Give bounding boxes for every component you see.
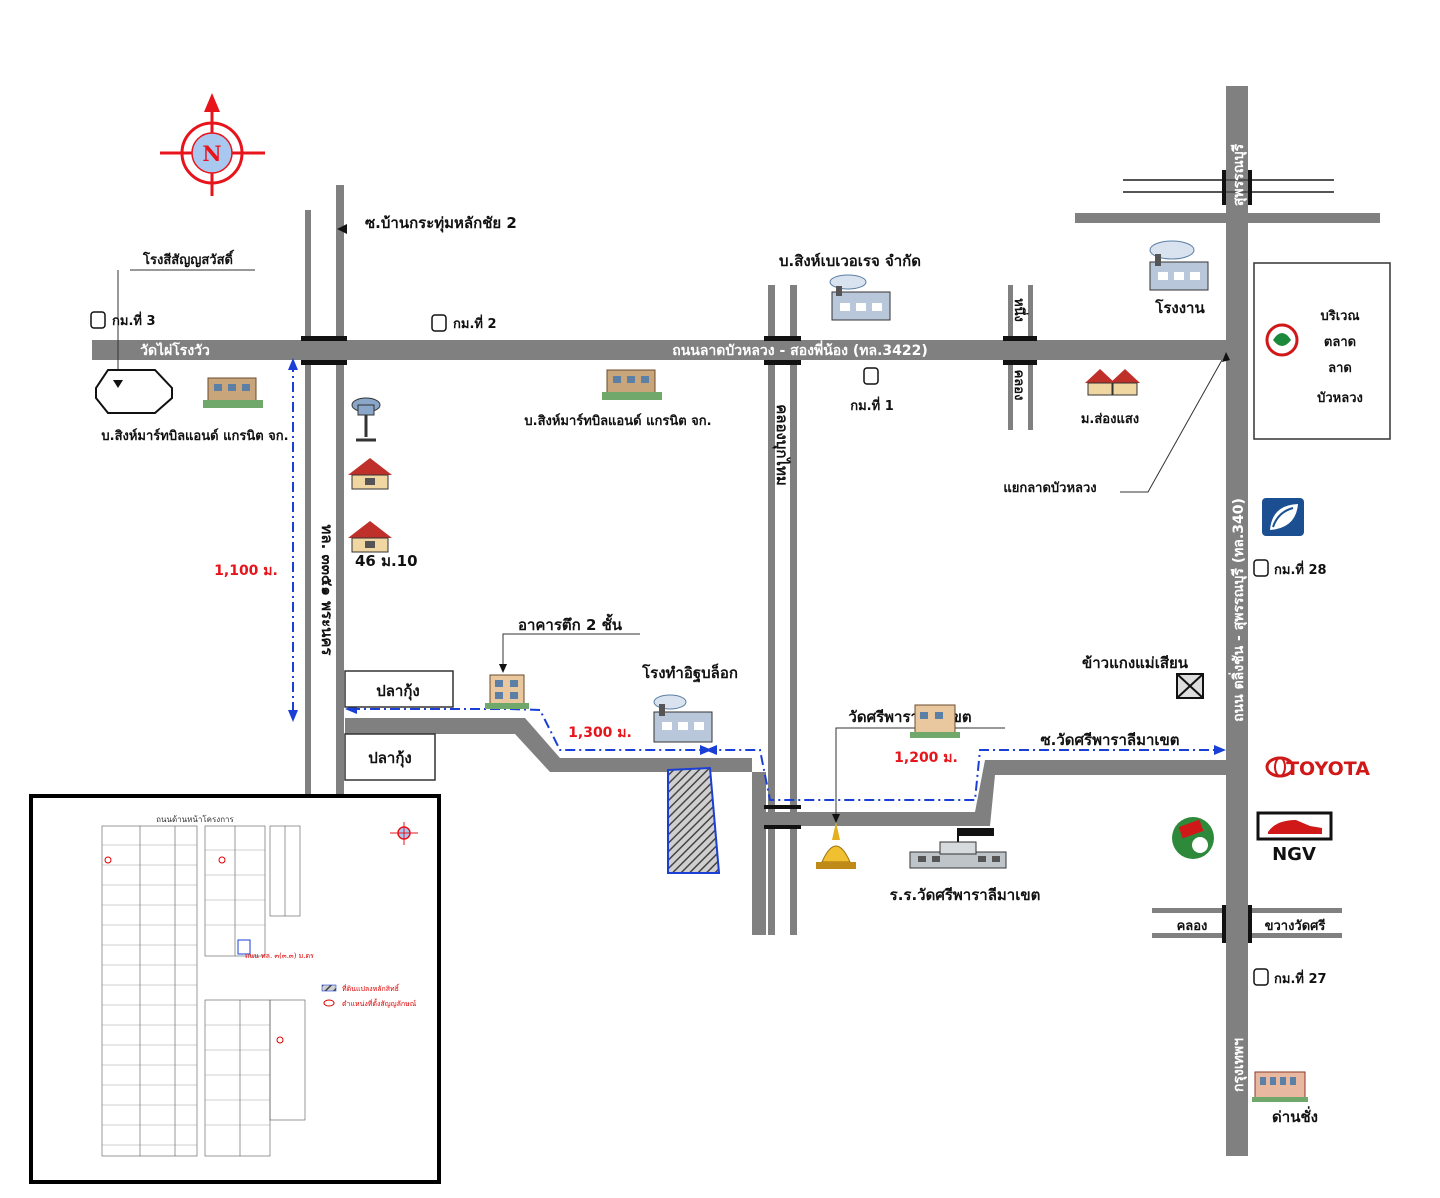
gas-station-icon (1172, 817, 1214, 859)
building-icon (203, 377, 263, 408)
distance-1200: 1,200 ม. (894, 750, 958, 766)
house-icon (1085, 369, 1140, 396)
house-icon (348, 458, 392, 490)
restaurant-icon (1176, 673, 1204, 699)
canal-vertical-label: คลองบุกไทม (772, 404, 792, 485)
road-network (92, 86, 1380, 1156)
fish-box-bottom (344, 733, 436, 781)
school-icon (909, 828, 1007, 869)
building-icon (485, 674, 529, 709)
market-line2: ตลาด (1324, 335, 1356, 350)
market-line3: ลาด (1328, 361, 1352, 376)
km1-label: กม.ที่ 1 (850, 396, 894, 414)
pla-kung-2-label: ปลากุ้ง (368, 749, 412, 768)
building-icon (602, 369, 662, 400)
market-line4: บัวหลวง (1317, 391, 1363, 406)
km-marker-icon: กม.ที่ 3 (90, 311, 156, 329)
inset-legend-2: ตำแหน่งที่ตั้งสัญญลักษณ์ (342, 997, 417, 1008)
inset-title: ถนนด้านหน้าโครงการ (156, 814, 234, 824)
singha-left-label: บ.สิงห์มาร์ทบิลแอนด์ แกรนิต จก. (101, 428, 288, 444)
factory-icon (1149, 240, 1209, 291)
restaurant-label: ข้าวแกงแม่เสียน (1082, 654, 1189, 672)
brick-factory-label: โรงทำอิฐบล็อก (641, 663, 738, 683)
main-road (92, 340, 1227, 360)
small-canal-bottom-label: หนึ่ง (1011, 298, 1029, 322)
market-line1: บริเวณ (1320, 309, 1359, 324)
km28-label: กม.ที่ 28 (1274, 560, 1327, 578)
left-road-label: ทล. ๓๓๕๑ พระนคร (318, 525, 336, 657)
building-icon (910, 704, 960, 738)
house-icon (348, 521, 392, 553)
junction-label: แยกลาดบัวหลวง (1003, 481, 1096, 496)
school-label: ร.ร.วัดศรีพาราลีมาเขต (890, 886, 1041, 904)
km-marker-icon: กม.ที่ 1 (850, 367, 894, 414)
km27-label: กม.ที่ 27 (1274, 969, 1327, 987)
checkpoint-building-icon (1252, 1071, 1308, 1102)
factory-icon (829, 274, 891, 321)
right-highway (1226, 86, 1248, 1156)
singha-center-label: บ.สิงห์มาร์ทบิลแอนด์ แกรนิต จก. (524, 413, 711, 429)
ngv-label: NGV (1272, 844, 1316, 865)
bridges (301, 170, 1252, 943)
toyota-label: TOYOTA (1286, 758, 1370, 780)
inset-legend-1: ที่ดินแปลงหลักสิทธิ์ (342, 983, 400, 993)
fish-box-top (344, 670, 454, 708)
small-canal-top-label: คลอง (1011, 370, 1026, 401)
compass-letter: N (202, 141, 221, 166)
inset-map: ถนนด้านหน้าโครงการ (29, 794, 441, 1184)
route-arrowheads (288, 358, 1226, 755)
km-marker-icon: กม.ที่ 2 (431, 314, 497, 332)
village-label: ม.ส่องแสง (1081, 412, 1139, 427)
house46-label: 46 ม.10 (355, 552, 418, 570)
bank-logo-icon (1265, 323, 1299, 357)
building2-label: อาคารตึก 2 ชั้น (518, 613, 623, 634)
route-path (292, 362, 1222, 801)
soi-wat-sri-label: ซ.วัดศรีพาราลีมาเขต (1040, 731, 1179, 749)
right-highway-top-label: สุพรรณบุรี (1231, 143, 1247, 206)
wat-mai-label: วัดไผ่โรงวัว (140, 341, 210, 359)
canal-bottom-right-label: คลอง (1177, 919, 1208, 934)
compass-icon: N (160, 93, 265, 196)
project-plot (667, 766, 721, 874)
distance-1300: 1,300 ม. (568, 725, 632, 741)
right-highway-mid-label: ถนน ตลิ่งชัน - สุพรรณบุรี (ทล.340) (1228, 498, 1247, 722)
inset-road-label: ถนน ทล. ๓(๓.๓) ม.ดร (245, 952, 314, 960)
factory-right-label: โรงงาน (1154, 298, 1205, 317)
right-highway-bottom-label: กรุงเทพฯ (1231, 1038, 1247, 1092)
inset-compass-icon (390, 822, 418, 845)
main-road-label: ถนนลาดบัวหลวง - สองพี่น้อง (ทล.3422) (672, 340, 928, 359)
factory-icon (653, 694, 713, 743)
km-marker-icon: กม.ที่ 28 (1253, 559, 1327, 578)
water-tower-icon (351, 397, 381, 442)
temple-icon (816, 822, 856, 869)
ngv-icon (1256, 811, 1333, 841)
soi-top-left-label: ซ.บ้านกระทุ่มหลักชัย 2 (365, 214, 517, 233)
km3-label: กม.ที่ 3 (112, 311, 156, 329)
distance-1100: 1,100 ม. (214, 563, 278, 579)
km-marker-icon: กม.ที่ 27 (1253, 968, 1327, 987)
rice-mill-icon (95, 369, 173, 414)
khwang-wat-sri-label: ขวางวัดศรี (1265, 918, 1326, 934)
toyota-logo-icon (1265, 756, 1295, 778)
ptt-icon (1262, 498, 1304, 536)
checkpoint-label: ด่านชั่ง (1272, 1106, 1318, 1126)
singha-beverage-label: บ.สิงห์เบเวอเรจ จำกัด (779, 252, 921, 270)
km2-label: กม.ที่ 2 (453, 314, 497, 332)
pla-kung-1-label: ปลากุ้ง (376, 682, 420, 701)
rice-mill-label: โรงสีสัญญสวัสดิ์ (142, 249, 235, 268)
